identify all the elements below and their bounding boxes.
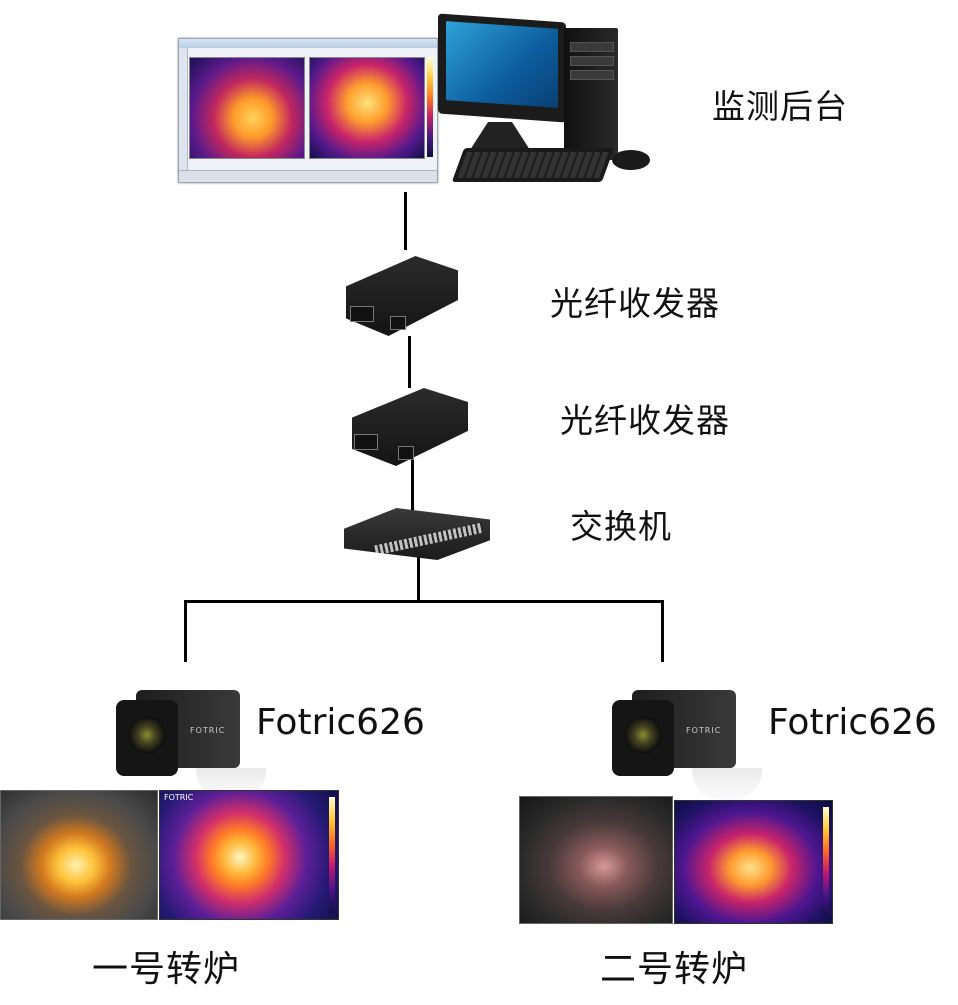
software-toolbar: [179, 48, 188, 170]
thermal-palette-bar: [823, 807, 829, 917]
computer-monitor: [438, 13, 566, 123]
thermal-camera-2: FOTRIC: [612, 688, 762, 800]
camera-lens-icon: [622, 714, 664, 756]
link-transceiver-switch: [411, 458, 414, 510]
camera-lens-icon: [126, 714, 168, 756]
furnace2-visible-photo: [519, 796, 673, 924]
furnace1-label: 一号转炉: [92, 949, 241, 990]
computer-tower: [564, 28, 618, 160]
camera2-label: Fotric626: [768, 702, 937, 743]
link-switch-bus: [417, 556, 420, 602]
switch-label: 交换机: [570, 507, 672, 546]
furnace1-thermal-image: FOTRIC: [159, 790, 339, 920]
ethernet-port-icon: [390, 316, 406, 330]
bus-horizontal: [184, 600, 664, 603]
software-statusbar: [179, 170, 437, 182]
furnace2-label: 二号转炉: [600, 949, 749, 990]
fiber-port-icon: [350, 306, 374, 322]
link-bus-camera2: [661, 600, 664, 662]
mouse: [612, 150, 650, 170]
camera-brand: FOTRIC: [686, 726, 722, 735]
furnace1-visible-photo: [0, 790, 158, 920]
thermal-camera-1: FOTRIC: [116, 688, 266, 800]
camera-brand: FOTRIC: [190, 726, 226, 735]
monitoring-software-screenshot: [178, 38, 438, 183]
thermal-brand: FOTRIC: [164, 793, 194, 802]
thermal-palette-bar: [427, 57, 433, 157]
keyboard: [451, 148, 615, 182]
link-transceiver-transceiver: [408, 336, 411, 388]
network-switch: [344, 508, 490, 560]
fiber-port-icon: [354, 434, 378, 450]
thermal-view-left: [189, 57, 305, 159]
thermal-view-right: [309, 57, 425, 159]
thermal-palette-bar: [329, 797, 335, 913]
camera1-label: Fotric626: [256, 702, 425, 743]
link-backend-transceiver: [404, 192, 407, 250]
monitor-stand: [470, 122, 530, 150]
transceiver1-label: 光纤收发器: [550, 284, 720, 323]
backend-label: 监测后台: [712, 87, 848, 126]
software-titlebar: [179, 39, 437, 48]
furnace2-thermal-image: [674, 800, 833, 924]
ethernet-port-icon: [398, 446, 414, 460]
link-bus-camera1: [184, 600, 187, 662]
transceiver2-label: 光纤收发器: [560, 401, 730, 440]
